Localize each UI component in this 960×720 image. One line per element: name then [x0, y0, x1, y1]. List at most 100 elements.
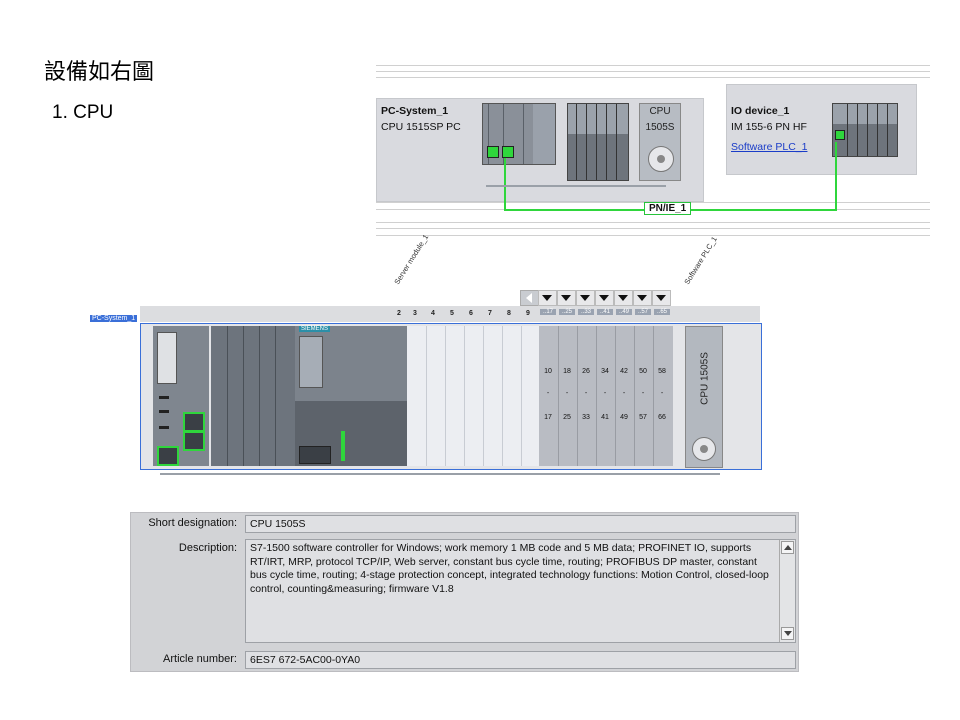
cpu-label-line1: CPU	[649, 106, 671, 117]
group-sep: -	[584, 390, 588, 397]
io-device[interactable]: IO device_1 IM 155-6 PN HF Software PLC_…	[726, 84, 917, 175]
slot-number: 9	[526, 310, 530, 317]
chevron-down-icon	[561, 295, 571, 301]
slide-item-cpu: 1. CPU	[52, 102, 114, 123]
expand-slot-button[interactable]	[652, 290, 671, 306]
rack-label[interactable]: PC-System_1	[90, 315, 138, 322]
slot-range: ..41	[597, 309, 613, 315]
io-device-graphic[interactable]	[832, 103, 898, 157]
slot-number: 5	[450, 310, 454, 317]
port-icon	[502, 146, 514, 158]
module-block[interactable]	[211, 326, 295, 466]
cpu-1505s-module[interactable]: CPU 1505S	[639, 103, 681, 181]
slot-number: 7	[488, 310, 492, 317]
chevron-left-icon	[526, 293, 532, 303]
group-sep: -	[546, 390, 550, 397]
chevron-down-icon	[637, 295, 647, 301]
pn-connection-line[interactable]	[504, 158, 506, 210]
group-start: 26	[582, 368, 590, 375]
expand-slot-button[interactable]	[538, 290, 557, 306]
group-end: 41	[601, 414, 609, 421]
pc-system-device[interactable]: PC-System_1 CPU 1515SP PC CPU 1505S	[376, 98, 704, 202]
group-sep: -	[603, 390, 607, 397]
slot-number: 8	[507, 310, 511, 317]
slot-range: ..65	[654, 309, 670, 315]
group-sep: -	[641, 390, 645, 397]
chevron-down-icon	[542, 295, 552, 301]
chevron-down-icon	[618, 295, 628, 301]
group-end: 49	[620, 414, 628, 421]
expand-slot-button[interactable]	[576, 290, 595, 306]
slot-range: ..17	[540, 309, 556, 315]
expand-slot-button[interactable]	[633, 290, 652, 306]
software-plc-link[interactable]: Software PLC_1	[731, 141, 808, 153]
port-icon	[487, 146, 499, 158]
slide-title: 設備如右圖	[44, 60, 155, 85]
subnet-label[interactable]: PN/IE_1	[644, 202, 692, 215]
scroll-down-button[interactable]	[781, 627, 794, 640]
group-start: 50	[639, 368, 647, 375]
cpu-1505s-slot[interactable]: CPU 1505S	[685, 326, 723, 468]
expand-slot-button[interactable]	[557, 290, 576, 306]
group-end: 57	[639, 414, 647, 421]
device-view: Server module_1 Software PLC_1 PC-System…	[90, 232, 770, 480]
slot-range: ..25	[559, 309, 575, 315]
slot-range: ..57	[635, 309, 651, 315]
scroll-up-button[interactable]	[781, 541, 794, 554]
disk-icon	[692, 437, 716, 461]
chevron-down-icon	[656, 295, 666, 301]
grouped-slots[interactable]: 10 18 26 34 42 50 58 - - - - - - - 17 25…	[539, 326, 673, 466]
group-start: 58	[658, 368, 666, 375]
group-sep: -	[565, 390, 569, 397]
pc-module[interactable]	[153, 326, 209, 466]
rack[interactable]: SIEMENS 10 18 26 34 42	[140, 323, 762, 470]
scroll-left-button[interactable]	[520, 290, 539, 306]
software-plc-label: Software PLC_1	[682, 234, 719, 286]
io-modules-graphic[interactable]	[567, 103, 629, 181]
short-designation-label: Short designation:	[148, 517, 237, 529]
group-start: 42	[620, 368, 628, 375]
description-field[interactable]: S7-1500 software controller for Windows;…	[245, 539, 796, 643]
group-end: 17	[544, 414, 552, 421]
short-designation-field[interactable]: CPU 1505S	[245, 515, 796, 533]
expand-slot-button[interactable]	[595, 290, 614, 306]
siemens-logo: SIEMENS	[299, 326, 331, 332]
description-label: Description:	[178, 542, 237, 554]
port-icon	[835, 130, 845, 140]
slot-range: ..33	[578, 309, 594, 315]
article-number-field[interactable]: 6ES7 672-5AC00-0YA0	[245, 651, 796, 669]
ethernet-port-icon	[157, 446, 179, 466]
server-module[interactable]: SIEMENS	[295, 326, 407, 466]
cpu-label-line2: 1505S	[645, 122, 675, 133]
group-sep: -	[660, 390, 664, 397]
io-device-name[interactable]: IO device_1	[731, 105, 790, 117]
description-scrollbar[interactable]	[779, 540, 795, 642]
expand-slot-button[interactable]	[614, 290, 633, 306]
group-start: 10	[544, 368, 552, 375]
slot-number: 3	[413, 310, 417, 317]
pc-system-name[interactable]: PC-System_1	[381, 105, 449, 117]
server-module-label: Server module_1	[392, 232, 431, 286]
slot-range: ..49	[616, 309, 632, 315]
pn-connection-line[interactable]	[835, 142, 837, 211]
slot-number: 4	[431, 310, 435, 317]
article-number-label: Article number:	[163, 653, 237, 665]
pc-system-type: CPU 1515SP PC	[381, 121, 461, 133]
slot-number: 6	[469, 310, 473, 317]
chevron-down-icon	[599, 295, 609, 301]
group-end: 66	[658, 414, 666, 421]
group-start: 34	[601, 368, 609, 375]
group-end: 33	[582, 414, 590, 421]
pc-module-graphic[interactable]	[482, 103, 556, 165]
chevron-down-icon	[784, 631, 792, 636]
slot-number: 2	[397, 310, 401, 317]
empty-slots[interactable]	[407, 326, 539, 466]
disk-icon	[648, 146, 674, 172]
group-start: 18	[563, 368, 571, 375]
cpu-vertical-label: CPU 1505S	[699, 352, 711, 405]
chevron-down-icon	[580, 295, 590, 301]
network-view: PC-System_1 CPU 1515SP PC CPU 1505S	[376, 62, 930, 238]
ethernet-port-icon	[183, 412, 205, 432]
group-end: 25	[563, 414, 571, 421]
rack-rail	[160, 473, 720, 475]
